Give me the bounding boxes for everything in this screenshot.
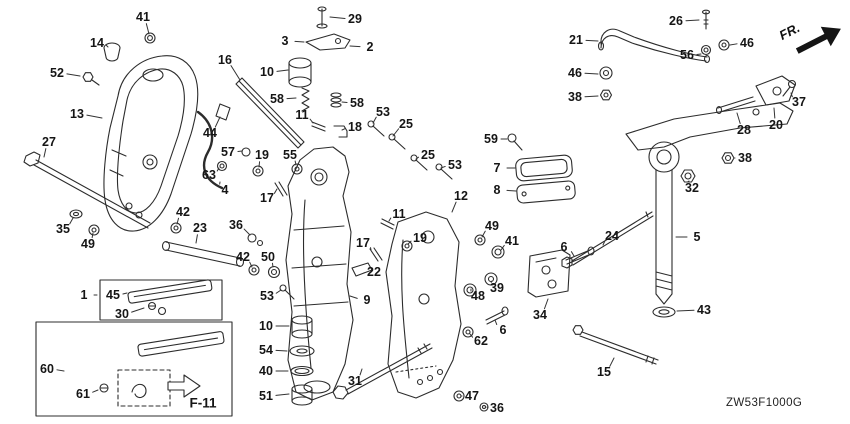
fr-arrow-icon xyxy=(795,26,841,54)
part-15-bolt xyxy=(572,325,659,365)
part-16-tube xyxy=(235,77,305,149)
part-21-steering-link xyxy=(597,28,711,64)
part-35-49-washers xyxy=(69,209,100,236)
part-43-nut xyxy=(652,306,676,318)
part-31-bolt xyxy=(332,343,433,400)
part-47-36-bottom-washers xyxy=(453,390,489,412)
part-3-link-plate xyxy=(305,33,351,51)
part-58-springs xyxy=(301,87,342,112)
part-53-25-screws xyxy=(279,120,453,300)
part-14-cap xyxy=(103,42,121,62)
part-12-stern-bracket-right xyxy=(385,211,462,399)
diagram-code: ZW53F1000G xyxy=(726,397,803,409)
part-42-36-50-washers xyxy=(170,222,281,279)
part-20-28-bracket-rod xyxy=(715,75,796,115)
part-34-bracket-block xyxy=(527,249,571,298)
part-10-54-40-51-bushings xyxy=(289,315,315,406)
part-49-41-39-48-62-washers xyxy=(462,234,509,338)
part-5-swivel-shaft-arm xyxy=(625,102,794,305)
part-10-bushing-top xyxy=(288,57,312,88)
leader-lines xyxy=(43,16,793,408)
part-52-bolt xyxy=(82,72,100,86)
part-41-grommet-top xyxy=(144,32,156,44)
part-45-anode-plate-assembly xyxy=(99,279,223,321)
part-38-32-37-hardware xyxy=(680,79,797,183)
part-26-46-56-hardware xyxy=(599,9,730,101)
part-24-tilt-rod xyxy=(561,211,654,269)
part-55-19-17-washers-pins xyxy=(252,163,303,197)
part-29-bolt xyxy=(316,6,328,29)
part-11-18-pins xyxy=(311,121,348,138)
part-11-19-17-22-lower xyxy=(351,218,413,277)
inset-box-f11 xyxy=(35,321,233,417)
part-7-8-covers xyxy=(507,133,576,204)
part-23-rod xyxy=(161,240,245,268)
part-27-pivot-bolt xyxy=(23,151,151,229)
part-9-swivel-case xyxy=(285,146,354,401)
part-4-trim-hose xyxy=(196,103,251,190)
part-13-stern-bracket-left xyxy=(103,55,199,232)
